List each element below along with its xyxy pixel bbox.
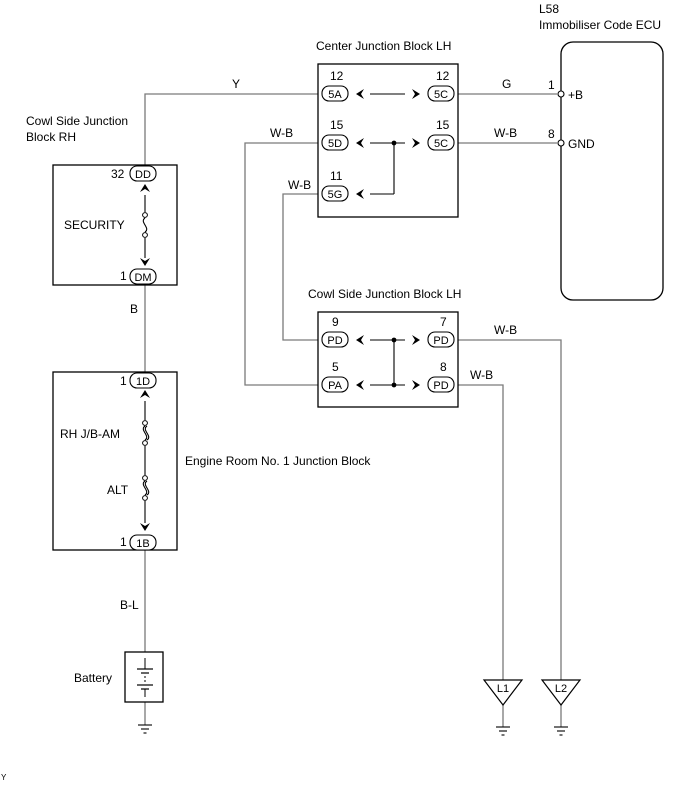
wire-wb-5d (244, 142, 322, 386)
corner-mark: Y (1, 773, 7, 782)
engine-jb-box (52, 371, 178, 551)
wire-label-wb-top-right: W-B (494, 126, 517, 140)
security-fuse-label: SECURITY (64, 218, 125, 232)
wire-label-bl: B-L (120, 598, 139, 612)
battery-box (124, 651, 164, 703)
wire-label-wb-top-left: W-B (270, 126, 293, 140)
wire-label-wb-5g: W-B (288, 178, 311, 192)
cowl-lh-pin-pd9-conn: PD (327, 335, 342, 347)
ground-l1-label: L1 (497, 683, 509, 695)
cowl-side-junction-block-rh: Cowl Side Junction Block RH 32 DD SECURI… (26, 114, 178, 286)
ground-battery-icon (138, 724, 152, 734)
ground-point-l1: L1 (482, 679, 524, 736)
ecu-l58: L58 Immobiliser Code ECU 1 +B 8 GND (539, 2, 664, 301)
wire-wb-l1 (458, 384, 504, 680)
center-jb-pin-5g-conn: 5G (328, 189, 343, 201)
alt-fuse-icon (142, 475, 150, 501)
center-jb-pin-5c-gnd-num: 15 (436, 118, 450, 132)
wire-label-wb-l1: W-B (470, 368, 493, 382)
center-jb-pin-5a-num: 12 (330, 69, 344, 83)
cowl-rh-top-pin-conn: DD (135, 169, 151, 181)
rh-jb-am-fuse-label: RH J/B-AM (60, 427, 120, 441)
ground-l2-label: L2 (555, 683, 567, 695)
center-jb-pin-5d-num: 15 (330, 118, 344, 132)
wire-label-y: Y (232, 77, 240, 91)
cowl-lh-pin-pd7-num: 7 (440, 315, 447, 329)
cowl-lh-pin-pa5-conn: PA (328, 380, 343, 392)
ecu-name: Immobiliser Code ECU (539, 18, 661, 32)
wire-label-g: G (502, 77, 511, 91)
ecu-code: L58 (539, 2, 559, 16)
engine-jb-bottom-pin-conn: 1B (136, 538, 149, 550)
engine-room-junction-block: Engine Room No. 1 Junction Block 1 1D RH… (52, 371, 371, 551)
cowl-rh-top-pin-num: 32 (111, 167, 125, 181)
engine-jb-title: Engine Room No. 1 Junction Block (185, 454, 371, 468)
cowl-rh-box (52, 164, 178, 286)
cowl-lh-title: Cowl Side Junction Block LH (308, 287, 461, 301)
ecu-pin-gnd-label: GND (568, 137, 595, 151)
ecu-pin-gnd-terminal (557, 139, 565, 147)
ecu-pin-plus-b-num: 1 (548, 78, 555, 92)
wire-labels: Y G W-B W-B W-B W-B W-B B B-L (120, 77, 517, 612)
cowl-rh-bottom-pin-conn: DM (134, 272, 151, 284)
cowl-rh-title-1: Cowl Side Junction (26, 114, 128, 128)
ground-point-l2: L2 (540, 679, 582, 736)
center-jb-pin-5c-gnd-conn: 5C (434, 138, 448, 150)
cowl-rh-bottom-pin-num: 1 (120, 269, 127, 283)
center-jb-title: Center Junction Block LH (316, 39, 451, 53)
ground-l1-icon (496, 726, 510, 736)
security-fuse-icon (142, 212, 148, 238)
cowl-rh-title-2: Block RH (26, 130, 76, 144)
battery-icon (137, 658, 153, 697)
cowl-lh-pin-pd8-num: 8 (440, 360, 447, 374)
wire-y (144, 93, 322, 165)
engine-jb-bottom-pin-num: 1 (120, 535, 127, 549)
engine-jb-top-pin-num: 1 (120, 374, 127, 388)
center-jb-pin-5c-g-conn: 5C (434, 89, 448, 101)
cowl-lh-pin-pa5-num: 5 (332, 360, 339, 374)
rh-jb-am-fuse-icon (142, 420, 150, 446)
wire-label-b: B (130, 302, 138, 316)
ecu-pin-plus-b-terminal (557, 90, 565, 98)
cowl-lh-box (317, 311, 459, 408)
battery-label: Battery (74, 671, 112, 685)
alt-fuse-label: ALT (107, 483, 129, 497)
wires (144, 93, 562, 727)
wire-label-wb-l2: W-B (494, 323, 517, 337)
cowl-lh-pin-pd7-conn: PD (433, 335, 448, 347)
center-junction-block: Center Junction Block LH 12 5A 12 5C 15 … (316, 39, 459, 218)
ground-l2-icon (554, 726, 568, 736)
battery: Battery (74, 651, 164, 703)
cowl-lh-pin-pd8-conn: PD (433, 380, 448, 392)
center-jb-pin-5g-num: 11 (330, 169, 343, 183)
cowl-lh-pin-pd9-num: 9 (332, 315, 339, 329)
wire-wb-l2 (458, 339, 562, 680)
wire-wb-5g (282, 193, 322, 341)
center-jb-pin-5d-conn: 5D (328, 138, 342, 150)
ecu-pin-plus-b-label: +B (568, 88, 583, 102)
engine-jb-top-pin-conn: 1D (136, 376, 150, 388)
center-jb-pin-5a-conn: 5A (328, 89, 342, 101)
ground-l2-triangle-icon (540, 679, 582, 706)
ecu-box (560, 41, 664, 301)
ground-l1-triangle-icon (482, 679, 524, 706)
ecu-pin-gnd-num: 8 (548, 127, 555, 141)
center-jb-pin-5c-g-num: 12 (436, 69, 450, 83)
cowl-side-junction-block-lh: Cowl Side Junction Block LH 9 PD 7 PD 5 … (308, 287, 461, 408)
